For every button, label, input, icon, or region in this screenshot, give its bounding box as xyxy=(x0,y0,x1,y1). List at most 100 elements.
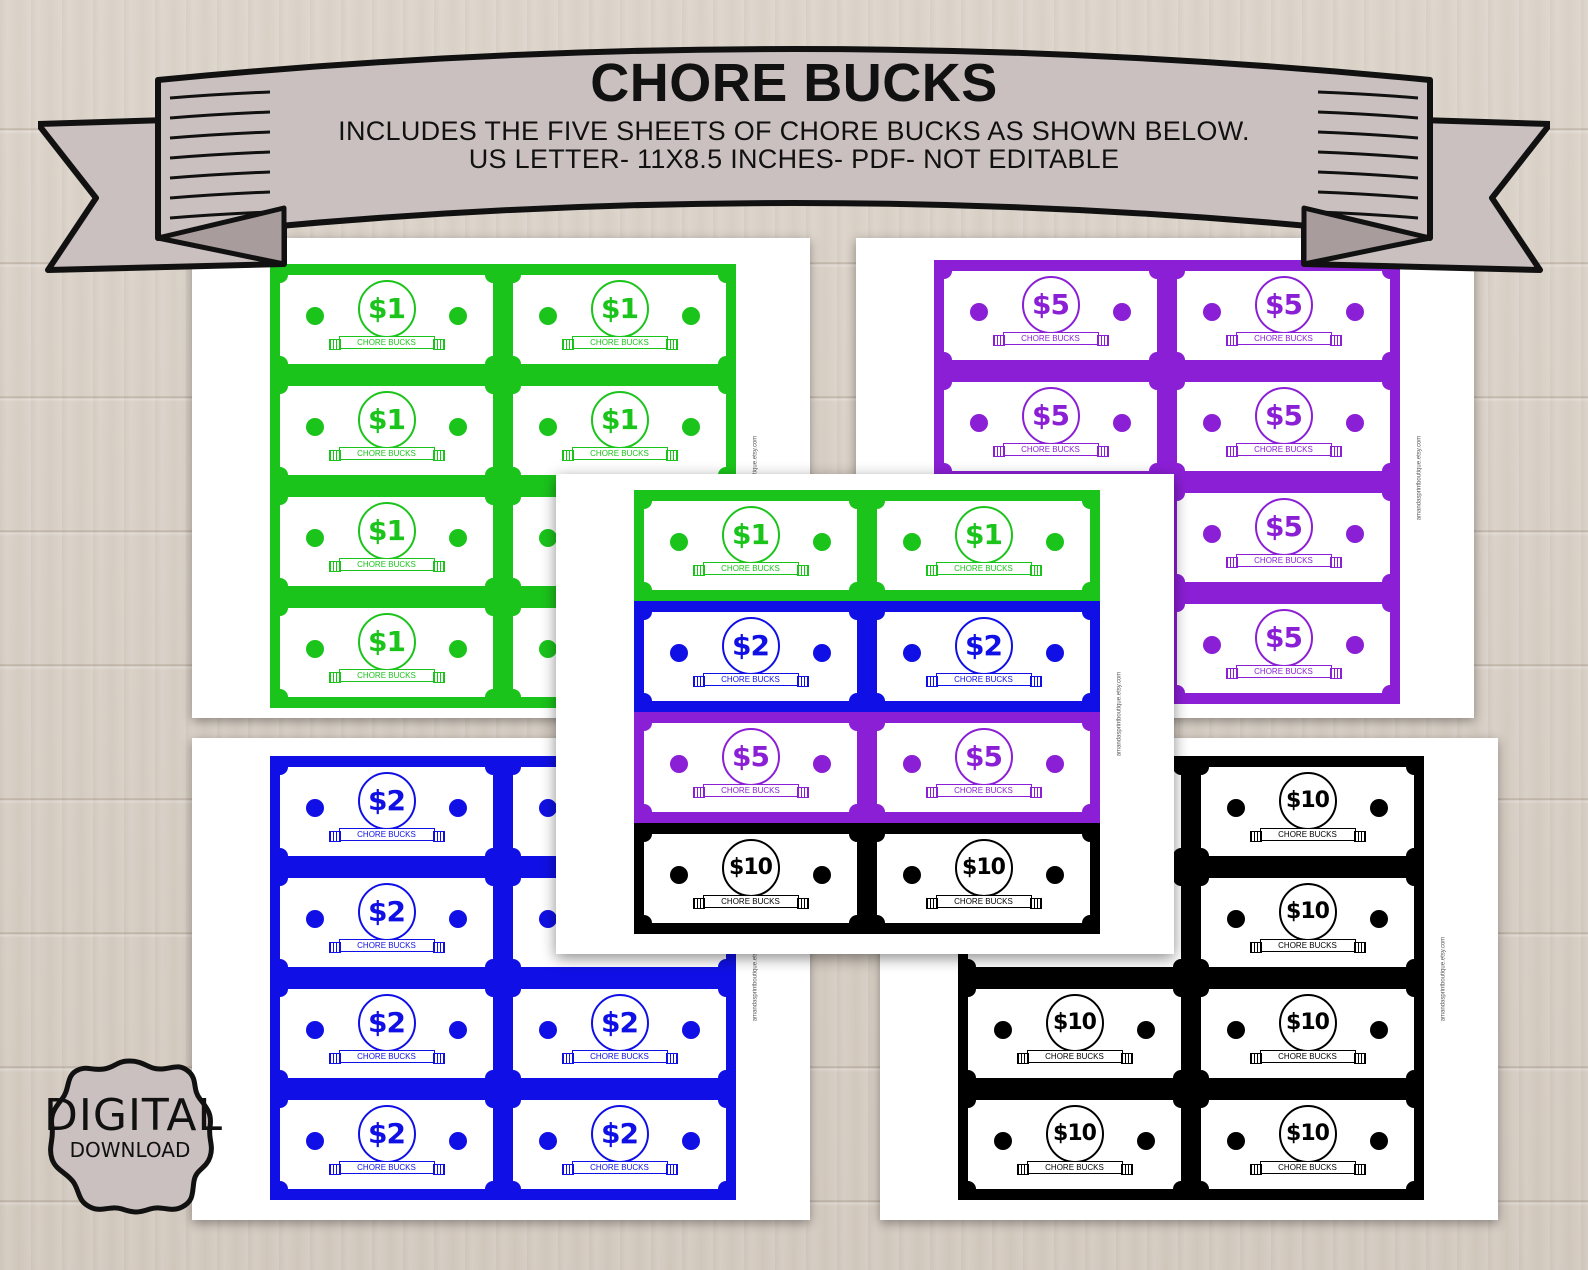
bill-dot xyxy=(306,417,324,436)
bill-corner xyxy=(636,715,652,731)
bill-corner xyxy=(1193,1181,1209,1197)
bill-corner xyxy=(869,915,885,931)
bill-corner xyxy=(1406,1092,1422,1108)
bill-denomination: $2 xyxy=(721,616,780,675)
bill-corner xyxy=(505,378,521,394)
bill-label: CHORE BUCKS xyxy=(1016,1160,1133,1175)
bill-corner xyxy=(272,489,288,505)
bill-denomination: $2 xyxy=(357,882,416,941)
bill-denomination: $1 xyxy=(357,501,416,560)
bill-corner xyxy=(272,1070,288,1086)
bill-corner xyxy=(505,489,521,505)
bill-corner xyxy=(505,759,521,775)
bill-corner xyxy=(272,356,288,372)
bill-corner xyxy=(849,582,865,598)
bill-corner xyxy=(272,759,288,775)
bill-label: CHORE BUCKS xyxy=(328,557,445,572)
bill-dot xyxy=(306,528,324,547)
bill-dot xyxy=(994,1131,1012,1150)
bill-dot xyxy=(449,1020,467,1039)
bill-dot xyxy=(306,798,324,817)
bill-dot xyxy=(449,1131,467,1150)
bill-corner xyxy=(718,378,734,394)
bill-corner xyxy=(272,467,288,483)
bill-label: CHORE BUCKS xyxy=(561,1160,678,1175)
bill-corner xyxy=(1193,848,1209,864)
bill-corner xyxy=(636,804,652,820)
bill-corner xyxy=(485,356,501,372)
bill-corner xyxy=(869,693,885,709)
bill-dot xyxy=(1137,1131,1155,1150)
sheet-credit: amandasprintboutique.etsy.com xyxy=(1116,671,1123,757)
bill-label: CHORE BUCKS xyxy=(692,561,809,576)
bill-corner xyxy=(1406,1070,1422,1086)
bill-corner xyxy=(272,689,288,705)
bill-corner xyxy=(1406,759,1422,775)
bill-dot xyxy=(1046,865,1064,884)
bill-label: CHORE BUCKS xyxy=(561,446,678,461)
bill-dot xyxy=(813,643,831,662)
bill-corner xyxy=(272,378,288,394)
bill-denomination: $10 xyxy=(954,838,1013,897)
bill-corner xyxy=(485,489,501,505)
bill-corner xyxy=(960,1181,976,1197)
bill-dot xyxy=(1346,413,1364,432)
bill-corner xyxy=(272,1181,288,1197)
bill-corner xyxy=(718,1070,734,1086)
bill-corner xyxy=(849,826,865,842)
bill-corner xyxy=(718,1181,734,1197)
bill-label: CHORE BUCKS xyxy=(561,335,678,350)
banner-ribbon xyxy=(38,46,1550,273)
bill-label: CHORE BUCKS xyxy=(328,335,445,350)
bill-corner xyxy=(718,981,734,997)
bill-corner xyxy=(272,600,288,616)
bill-corner xyxy=(272,870,288,886)
bill-dot xyxy=(449,417,467,436)
bill-corner xyxy=(485,1181,501,1197)
bill-corner xyxy=(1193,759,1209,775)
bill-corner xyxy=(485,1070,501,1086)
bill-corner xyxy=(849,715,865,731)
bill-corner xyxy=(1173,759,1189,775)
bill-corner xyxy=(485,759,501,775)
bill-denomination: $1 xyxy=(721,505,780,564)
bill-dot xyxy=(903,532,921,551)
bill-corner xyxy=(718,1092,734,1108)
bill-denomination: $1 xyxy=(357,390,416,449)
bill-denomination: $2 xyxy=(954,616,1013,675)
bill-dot xyxy=(1203,524,1221,543)
bill-corner xyxy=(272,267,288,283)
bill-dot xyxy=(1227,909,1245,928)
bill-corner xyxy=(1382,574,1398,590)
bill-denomination: $5 xyxy=(1254,275,1313,334)
bill-corner xyxy=(636,582,652,598)
bill-label: CHORE BUCKS xyxy=(925,561,1042,576)
bill-corner xyxy=(1173,1092,1189,1108)
bill-corner xyxy=(485,1092,501,1108)
bill-dot xyxy=(1046,532,1064,551)
bill-denomination: $5 xyxy=(1021,386,1080,445)
badge-line1: DIGITAL xyxy=(44,1090,224,1141)
bill-dot xyxy=(539,909,557,928)
bill-corner xyxy=(1406,959,1422,975)
bill-denomination: $2 xyxy=(357,993,416,1052)
bill-dot xyxy=(670,754,688,773)
bill-corner xyxy=(1193,1070,1209,1086)
bill-corner xyxy=(272,1092,288,1108)
bill-corner xyxy=(505,1092,521,1108)
bill-corner xyxy=(849,604,865,620)
bill-label: CHORE BUCKS xyxy=(692,672,809,687)
bill-corner xyxy=(636,604,652,620)
bill-dot xyxy=(539,528,557,547)
bill-dot xyxy=(306,306,324,325)
bill-denomination: $10 xyxy=(1278,1104,1337,1163)
bill-dot xyxy=(539,639,557,658)
badge-line2: DOWNLOAD xyxy=(69,1138,191,1162)
bill-corner xyxy=(1193,870,1209,886)
bill-denomination: $5 xyxy=(1254,497,1313,556)
bill-corner xyxy=(869,804,885,820)
